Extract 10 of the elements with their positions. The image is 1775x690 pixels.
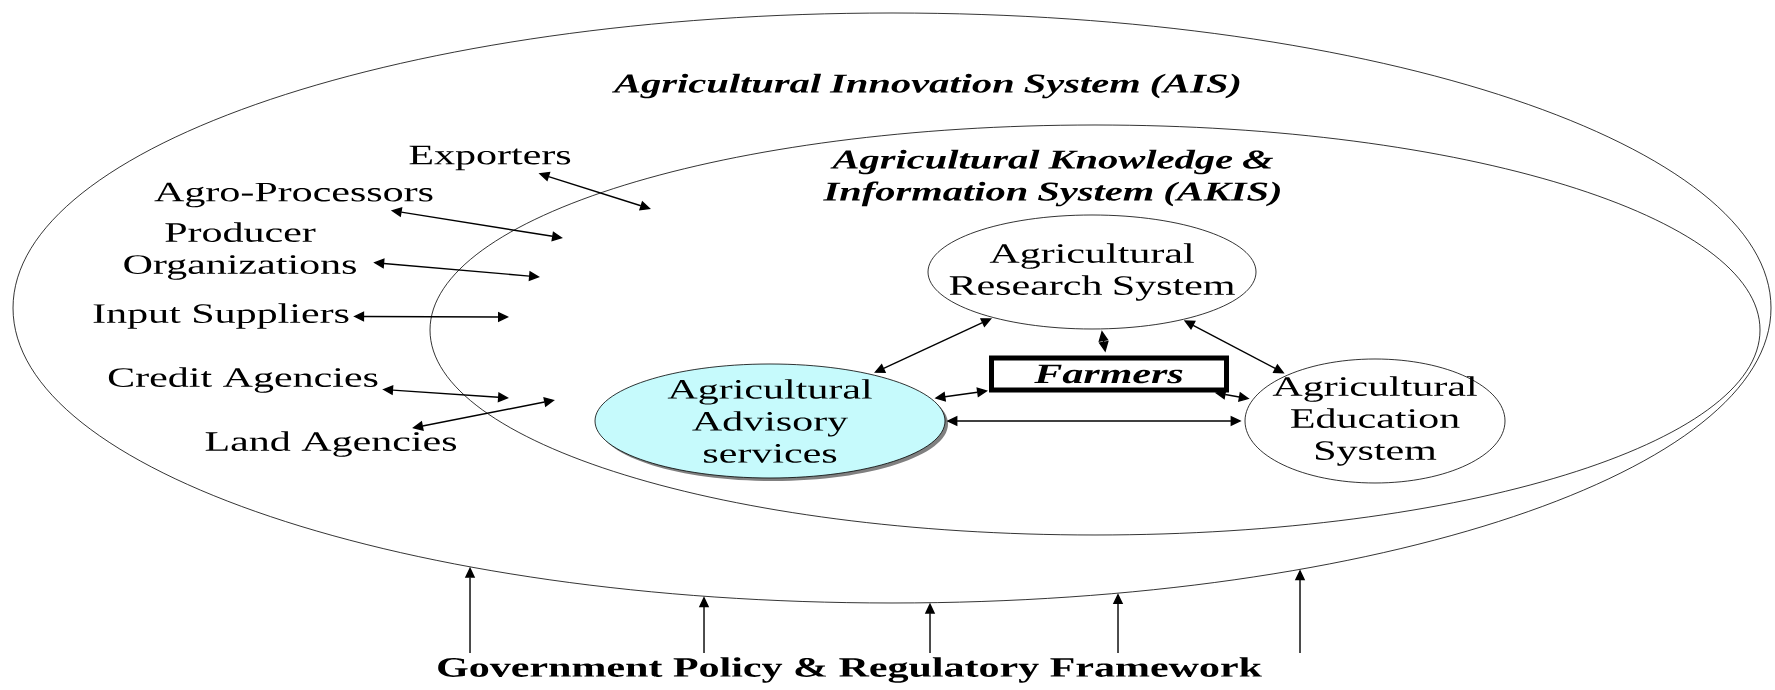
actor-label: Input Suppliers bbox=[93, 303, 349, 329]
actor-label: Producer Organizations bbox=[124, 222, 356, 280]
farmers-box: Farmers bbox=[989, 355, 1229, 393]
actor-label: Agro-Processors bbox=[154, 182, 433, 208]
system-title: Agricultural Innovation System (AIS) bbox=[611, 73, 1240, 99]
system-title: Agricultural Knowledge & Information System (AKIS) bbox=[823, 149, 1280, 207]
actor-label: Land Agencies bbox=[205, 431, 457, 457]
actor-label: Credit Agencies bbox=[108, 367, 378, 393]
actor-label: Exporters bbox=[409, 145, 571, 171]
framework-label: Government Policy & Regulatory Framework bbox=[438, 657, 1262, 683]
